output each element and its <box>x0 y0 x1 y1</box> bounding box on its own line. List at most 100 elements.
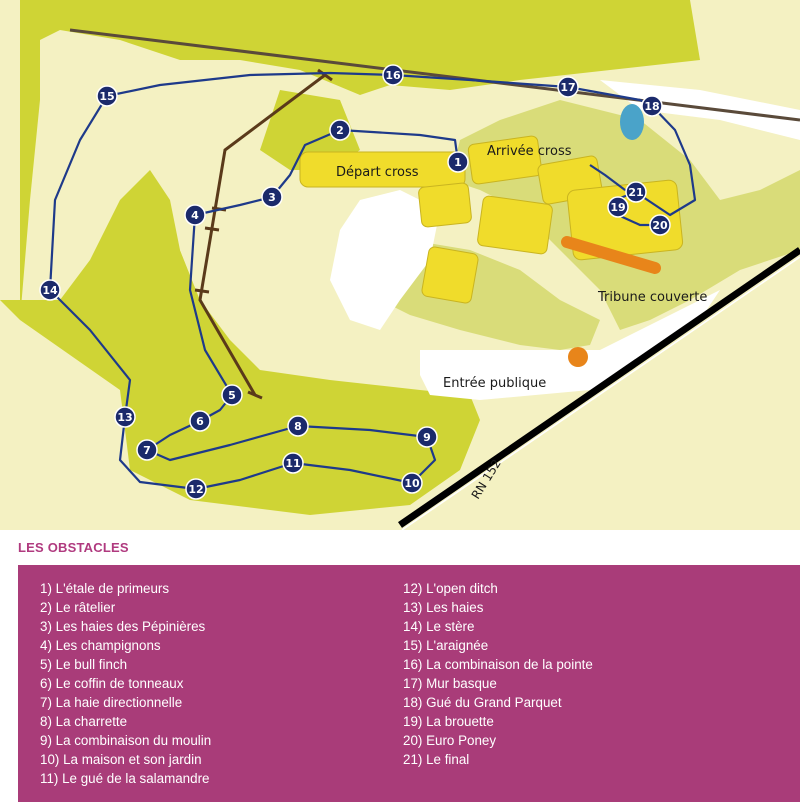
obstacle-marker-1: 1 <box>447 151 469 173</box>
building-6 <box>418 182 472 228</box>
legend-item: 6) Le coffin de tonneaux <box>40 676 184 691</box>
marker-number: 21 <box>628 186 643 199</box>
legend-item: 5) Le bull finch <box>40 657 128 672</box>
marker-number: 18 <box>644 100 659 113</box>
obstacle-marker-5: 5 <box>221 384 243 406</box>
marker-circle <box>39 279 61 301</box>
obstacle-marker-9: 9 <box>416 426 438 448</box>
marker-circle <box>261 186 283 208</box>
marker-number: 20 <box>652 219 668 232</box>
obstacle-marker-3: 3 <box>261 186 283 208</box>
legend-item: 21) Le final <box>403 752 470 767</box>
marker-number: 7 <box>143 444 151 457</box>
marker-number: 19 <box>610 201 625 214</box>
obstacle-marker-13: 13 <box>114 406 136 428</box>
legend-item: 8) La charrette <box>40 714 128 729</box>
legend-item: 16) La combinaison de la pointe <box>403 657 593 672</box>
marker-circle <box>401 472 423 494</box>
building-1 <box>467 135 543 185</box>
arrivee-cross-label: Arrivée cross <box>487 144 572 159</box>
marker-number: 2 <box>336 124 344 137</box>
obstacle-marker-12: 12 <box>185 478 207 500</box>
top-road <box>69 28 800 122</box>
marker-number: 6 <box>196 415 204 428</box>
legend-item: 15) L'araignée <box>403 638 489 653</box>
marker-circle <box>649 214 671 236</box>
marker-number: 10 <box>404 477 420 490</box>
legend-item: 9) La combinaison du moulin <box>40 733 212 748</box>
legend-item: 7) La haie directionnelle <box>40 695 183 710</box>
marker-circle <box>282 452 304 474</box>
entrance-marker <box>568 347 588 367</box>
water-pond <box>620 104 644 140</box>
legend-item: 2) Le râtelier <box>40 600 116 615</box>
legend-item: 13) Les haies <box>403 600 484 615</box>
obstacle-marker-19: 19 <box>607 196 629 218</box>
marker-circle <box>329 119 351 141</box>
legend-item: 20) Euro Poney <box>403 733 497 748</box>
obstacle-marker-16: 16 <box>382 64 404 86</box>
rn-152-road <box>398 247 800 530</box>
marker-circle <box>185 478 207 500</box>
legend-column-right: 12) L'open ditch 13) Les haies 14) Le st… <box>403 579 593 769</box>
obstacle-marker-4: 4 <box>184 204 206 226</box>
marker-circle <box>625 181 647 203</box>
course-map: RN 152 Départ cross Arrivée cross Tribun… <box>0 0 800 530</box>
obstacle-marker-10: 10 <box>401 472 423 494</box>
marker-number: 16 <box>385 69 401 82</box>
legend-item: 1) L'étale de primeurs <box>40 581 170 596</box>
marker-number: 5 <box>228 389 236 402</box>
obstacle-marker-11: 11 <box>282 452 304 474</box>
marker-number: 8 <box>294 420 302 433</box>
obstacle-marker-8: 8 <box>287 415 309 437</box>
marker-circle <box>557 76 579 98</box>
tribune-label: Tribune couverte <box>597 290 707 305</box>
obstacle-marker-18: 18 <box>641 95 663 117</box>
marker-circle <box>287 415 309 437</box>
obstacle-marker-14: 14 <box>39 279 61 301</box>
obstacle-marker-2: 2 <box>329 119 351 141</box>
marker-circle <box>416 426 438 448</box>
marker-circle <box>114 406 136 428</box>
legend-item: 19) La brouette <box>403 714 494 729</box>
buildings <box>299 135 684 304</box>
legend-item: 3) Les haies des Pépinières <box>40 619 206 634</box>
legend-item: 10) La maison et son jardin <box>40 752 202 767</box>
legend-item: 18) Gué du Grand Parquet <box>403 695 562 710</box>
marker-number: 9 <box>423 431 431 444</box>
marker-number: 4 <box>191 209 199 222</box>
marker-number: 12 <box>188 483 203 496</box>
obstacle-marker-6: 6 <box>189 410 211 432</box>
marker-number: 11 <box>285 457 300 470</box>
marker-circle <box>447 151 469 173</box>
building-5 <box>421 246 479 304</box>
marker-number: 17 <box>560 81 575 94</box>
legend-box: 1) L'étale de primeurs 2) Le râtelier 3)… <box>18 565 800 802</box>
marker-circle <box>96 85 118 107</box>
obstacle-marker-17: 17 <box>557 76 579 98</box>
obstacle-marker-7: 7 <box>136 439 158 461</box>
obstacle-marker-15: 15 <box>96 85 118 107</box>
marker-number: 14 <box>42 284 58 297</box>
marker-circle <box>184 204 206 226</box>
legend-column-left: 1) L'étale de primeurs 2) Le râtelier 3)… <box>40 579 211 788</box>
marker-number: 3 <box>268 191 276 204</box>
tribune <box>561 236 661 274</box>
legend-item: 14) Le stère <box>403 619 475 634</box>
marker-number: 1 <box>454 156 462 169</box>
marker-circle <box>189 410 211 432</box>
entree-label: Entrée publique <box>443 376 546 391</box>
marker-number: 13 <box>117 411 132 424</box>
marker-circle <box>382 64 404 86</box>
legend-item: 17) Mur basque <box>403 676 497 691</box>
marker-number: 15 <box>99 90 114 103</box>
marker-circle <box>221 384 243 406</box>
building-3 <box>477 195 553 255</box>
white-areas <box>330 80 800 400</box>
marker-circle <box>641 95 663 117</box>
depart-cross-label: Départ cross <box>336 165 419 180</box>
obstacle-marker-20: 20 <box>649 214 671 236</box>
marker-circle <box>136 439 158 461</box>
legend-item: 12) L'open ditch <box>403 581 498 596</box>
marker-circle <box>607 196 629 218</box>
